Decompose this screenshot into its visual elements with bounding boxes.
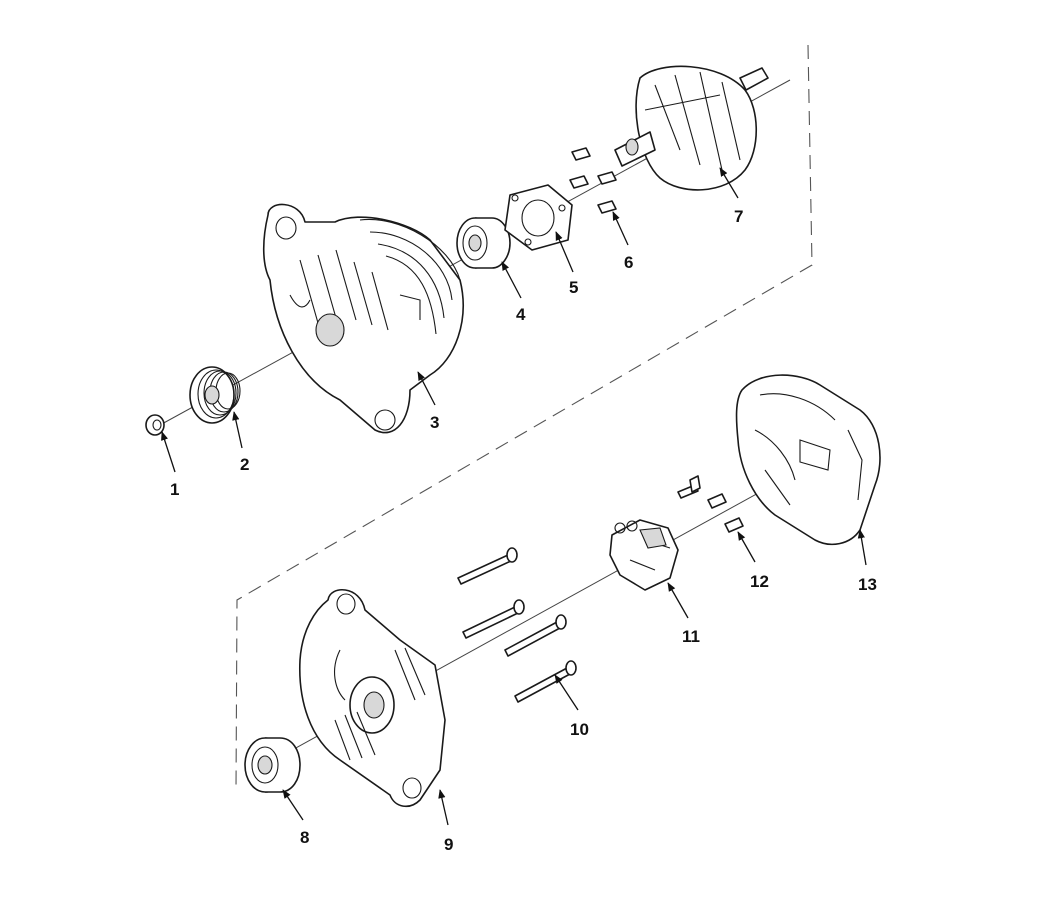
callout-12: 12 — [750, 572, 769, 591]
part-12-cover-bolts — [677, 475, 744, 533]
leader-6 — [612, 211, 629, 246]
callout-8: 8 — [300, 828, 309, 847]
leader-3 — [417, 371, 436, 406]
callout-11: 11 — [682, 627, 700, 646]
part-9-rear-housing — [299, 588, 446, 808]
leader-5 — [555, 231, 574, 273]
part-4-front-bearing — [456, 217, 511, 269]
leader-11 — [667, 582, 689, 619]
leader-10 — [554, 674, 579, 711]
leader-8 — [282, 789, 304, 821]
callout-4: 4 — [516, 305, 526, 324]
leader-1 — [161, 431, 176, 473]
leader-13 — [857, 529, 867, 566]
callout-10: 10 — [570, 720, 589, 739]
callout-1: 1 — [170, 480, 179, 499]
leader-12 — [737, 531, 756, 563]
callout-3: 3 — [430, 413, 439, 432]
leader-2 — [232, 411, 243, 449]
part-2-pulley — [189, 366, 241, 424]
callout-9: 9 — [444, 835, 453, 854]
callout-2: 2 — [240, 455, 249, 474]
leader-7 — [719, 167, 739, 199]
callout-6: 6 — [624, 253, 633, 272]
part-1-nut — [145, 414, 165, 436]
part-7-rotor — [614, 65, 769, 191]
leader-9 — [438, 789, 449, 826]
part-13-rear-cover — [735, 374, 881, 546]
part-6-screws — [569, 147, 617, 214]
leader-4 — [501, 261, 522, 299]
callout-13: 13 — [858, 575, 877, 594]
part-3-front-housing — [262, 203, 464, 434]
part-8-rear-bearing — [244, 737, 301, 793]
callout-7: 7 — [734, 207, 743, 226]
assembly-boundary — [235, 44, 813, 791]
part-5-retainer-plate — [504, 184, 573, 251]
callout-5: 5 — [569, 278, 578, 297]
part-11-brush-holder — [609, 519, 679, 591]
